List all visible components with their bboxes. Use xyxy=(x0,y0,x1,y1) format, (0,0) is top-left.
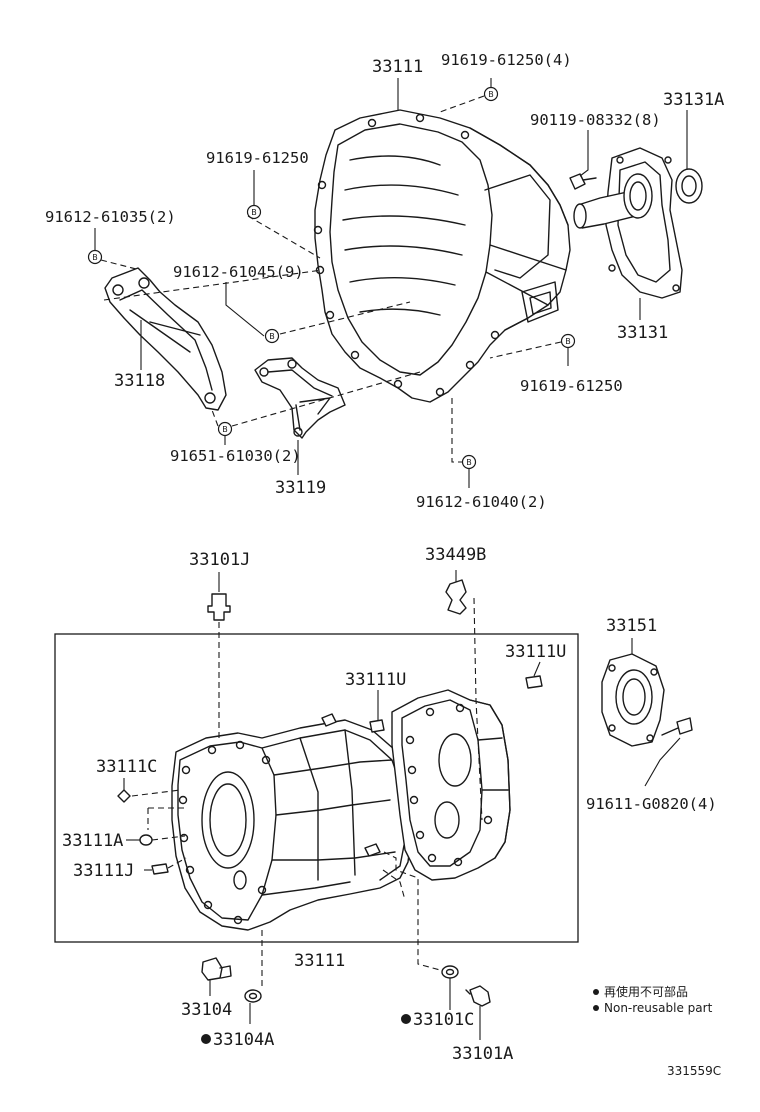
clutch-housing-part[interactable] xyxy=(313,109,571,403)
figure-code: 331559C xyxy=(667,1064,721,1078)
bolt-mark-91619-61250-b: B xyxy=(560,333,576,349)
label-91651-61030-2: 91651-61030(2) xyxy=(170,447,301,465)
bolt-mark-91651-61030: B xyxy=(217,421,233,437)
legend-dot-en xyxy=(593,1005,599,1011)
breather-plug-33101J-part[interactable] xyxy=(207,593,231,621)
svg-text:B: B xyxy=(222,425,228,434)
label-33151: 33151 xyxy=(606,616,657,636)
label-91612-61040-2: 91612-61040(2) xyxy=(416,493,547,511)
label-33111C: 33111C xyxy=(96,757,157,777)
label-91619-61250-a: 91619-61250 xyxy=(206,149,309,167)
label-33111J: 33111J xyxy=(73,861,134,881)
svg-text:B: B xyxy=(92,253,98,262)
svg-text:B: B xyxy=(488,90,494,99)
assembly-frame xyxy=(54,633,579,943)
bolt-mark-91619-61250-4: B xyxy=(483,86,499,102)
legend: 再使用不可部品 Non-reusable part xyxy=(593,984,713,1015)
gasket-33101C-part[interactable] xyxy=(441,965,459,979)
label-33101J: 33101J xyxy=(189,550,250,570)
non-reusable-dot-33101C xyxy=(401,1014,411,1024)
label-33101A: 33101A xyxy=(452,1044,513,1064)
label-33104A: 33104A xyxy=(213,1030,274,1050)
label-33131A: 33131A xyxy=(663,90,724,110)
bolt-mark-91619-61250-a: B xyxy=(246,204,262,220)
label-91612-61045-9: 91612-61045(9) xyxy=(173,263,304,281)
label-91611-G0820-4: 91611-G0820(4) xyxy=(586,795,717,813)
bracket-33119-part[interactable] xyxy=(254,357,346,439)
label-33119: 33119 xyxy=(275,478,326,498)
label-33101C: 33101C xyxy=(413,1010,474,1030)
oil-seal-part[interactable] xyxy=(675,168,703,204)
svg-text:B: B xyxy=(251,208,257,217)
bracket-33118-part[interactable] xyxy=(104,267,227,411)
label-91619-61250-b: 91619-61250 xyxy=(520,377,623,395)
plug-33111C-part[interactable] xyxy=(117,789,131,803)
bolt-91611-part[interactable] xyxy=(661,717,693,736)
plug-33111U-right-part[interactable] xyxy=(525,675,543,689)
transmission-case-part[interactable] xyxy=(171,713,413,931)
label-33111-bottom: 33111 xyxy=(294,951,345,971)
clip-33449B-part[interactable] xyxy=(445,579,467,615)
callout-labels: 33111 91619-61250(4) 33131A 90119-08332(… xyxy=(45,51,724,1064)
pin-33111J-part[interactable] xyxy=(151,863,169,875)
non-reusable-dot-33104A xyxy=(201,1034,211,1044)
drain-plug-33104-part[interactable] xyxy=(201,957,232,981)
label-33111U-mid: 33111U xyxy=(345,670,406,690)
bottom-group-leader-lines xyxy=(123,570,681,1040)
legend-en: Non-reusable part xyxy=(604,1001,713,1015)
extension-housing-part[interactable] xyxy=(573,147,683,299)
gasket-33104A-part[interactable] xyxy=(244,989,262,1003)
top-group-leader-lines xyxy=(94,78,688,488)
label-33118: 33118 xyxy=(114,371,165,391)
bolt-mark-91612-61035: B xyxy=(87,249,103,265)
label-33111U-right: 33111U xyxy=(505,642,566,662)
legend-jp: 再使用不可部品 xyxy=(604,984,688,999)
label-33111A: 33111A xyxy=(62,831,123,851)
filler-plug-33101A-part[interactable] xyxy=(465,985,491,1007)
label-33131: 33131 xyxy=(617,323,668,343)
bearing-retainer-33151-part[interactable] xyxy=(601,653,665,747)
plug-33111A-part[interactable] xyxy=(139,834,153,846)
bolt-90119-part[interactable] xyxy=(569,173,597,190)
bolt-mark-91612-61045: B xyxy=(264,328,280,344)
label-33111-top: 33111 xyxy=(372,57,423,77)
plug-33111U-mid-part[interactable] xyxy=(369,719,385,733)
label-90119-08332-8: 90119-08332(8) xyxy=(530,111,661,129)
legend-dot-jp xyxy=(593,989,599,995)
svg-text:B: B xyxy=(269,332,275,341)
bolt-mark-91612-61040: B xyxy=(461,454,477,470)
intermediate-plate-part[interactable] xyxy=(391,689,511,881)
svg-text:B: B xyxy=(466,458,472,467)
svg-text:B: B xyxy=(565,337,571,346)
label-33104: 33104 xyxy=(181,1000,232,1020)
label-91619-61250-4: 91619-61250(4) xyxy=(441,51,572,69)
label-91612-61035-2: 91612-61035(2) xyxy=(45,208,176,226)
label-33449B: 33449B xyxy=(425,545,486,565)
